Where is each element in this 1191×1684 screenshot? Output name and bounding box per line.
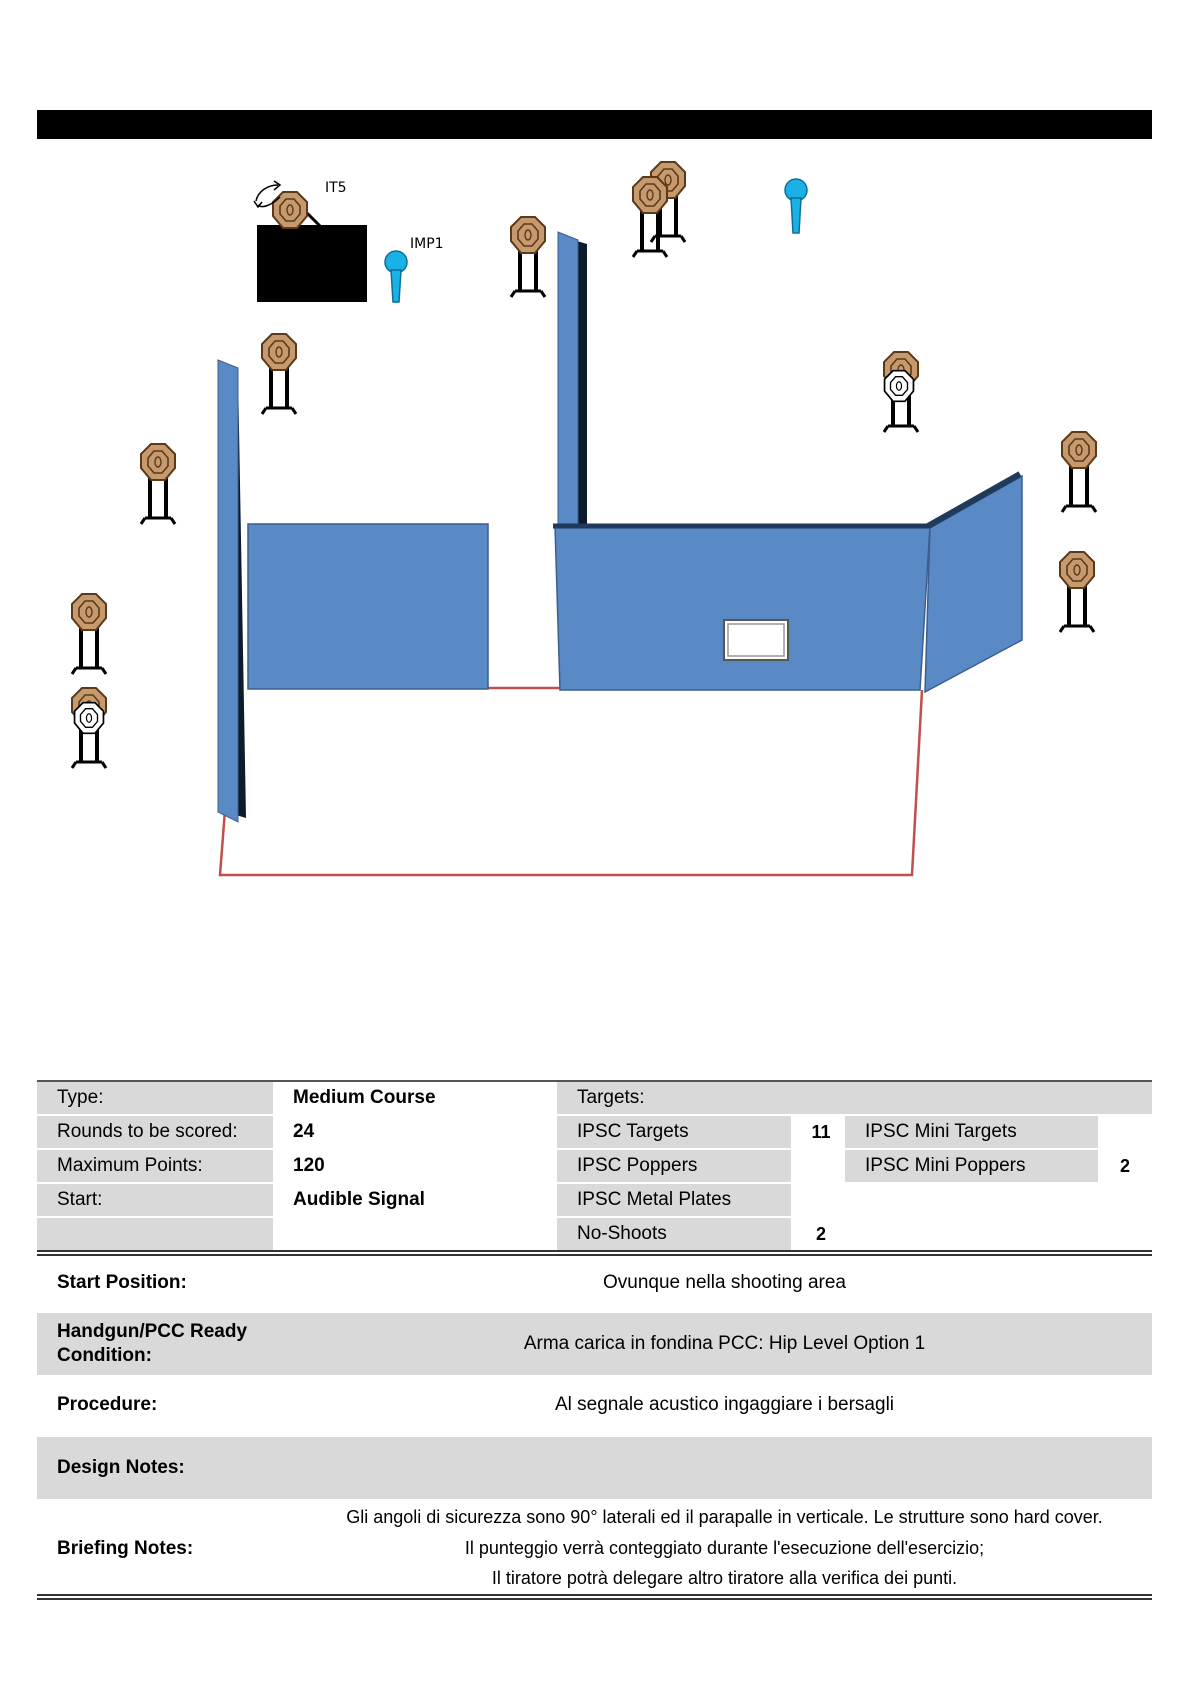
mini-popper-2 xyxy=(784,178,808,234)
procedure-value: Al segnale acustico ingaggiare i bersagl… xyxy=(554,1394,895,1415)
max-points-value: 120 xyxy=(293,1155,325,1176)
targets-label: Targets: xyxy=(557,1082,1152,1114)
ipsc-metal-plates-label: IPSC Metal Plates xyxy=(557,1184,791,1216)
rounds-label: Rounds to be scored: xyxy=(37,1116,273,1148)
ipsc-targets-value: 11 xyxy=(811,1122,831,1142)
briefing-line-1: Gli angoli di sicurezza sono 90° lateral… xyxy=(346,1507,1103,1527)
shooting-area-fault-line xyxy=(218,686,924,877)
mini-poppers-label: IPSC Mini Poppers xyxy=(845,1150,1098,1182)
wall-left-vertical xyxy=(217,359,246,823)
briefing-line-3: Il tiratore potrà delegare altro tirator… xyxy=(491,1568,958,1588)
max-points-label: Maximum Points: xyxy=(37,1150,273,1182)
table-divider xyxy=(37,1250,1152,1256)
no-shoot-1 xyxy=(883,369,915,403)
mini-poppers-value: 2 xyxy=(1119,1156,1130,1176)
wall-panel-right xyxy=(553,523,932,691)
ipsc-poppers-label: IPSC Poppers xyxy=(557,1150,791,1182)
ready-condition-label-2: Condition: xyxy=(57,1345,152,1366)
wall-center-vertical xyxy=(557,231,587,529)
bottom-divider xyxy=(37,1594,1152,1600)
start-value: Audible Signal xyxy=(293,1189,425,1210)
start-position-row: Start Position: Ovunque nella shooting a… xyxy=(37,1258,1152,1310)
ipsc-target-9 xyxy=(1058,551,1096,634)
procedure-row: Procedure: Al segnale acustico ingaggiar… xyxy=(37,1378,1152,1434)
label-imp1: IMP1 xyxy=(410,236,444,252)
ready-condition-value: Arma carica in fondina PCC: Hip Level Op… xyxy=(523,1333,926,1354)
type-value: Medium Course xyxy=(293,1087,436,1108)
wall-angled-right xyxy=(924,471,1023,694)
start-label: Start: xyxy=(37,1184,273,1216)
ready-condition-row: Handgun/PCC Ready Condition: Arma carica… xyxy=(37,1313,1152,1375)
briefing-line-2: Il punteggio verrà conteggiato durante l… xyxy=(464,1538,985,1558)
wall-panel-left xyxy=(247,523,489,690)
briefing-notes-row: Briefing Notes: Gli angoli di sicurezza … xyxy=(37,1500,1152,1592)
ready-condition-label-1: Handgun/PCC Ready xyxy=(57,1321,248,1342)
ipsc-target-6 xyxy=(70,593,108,676)
procedure-label: Procedure: xyxy=(57,1394,158,1415)
empty-label-cell xyxy=(37,1218,273,1250)
design-notes-row: Design Notes: xyxy=(37,1437,1152,1499)
ipsc-target-8 xyxy=(1060,431,1098,514)
ipsc-target-5 xyxy=(139,443,177,526)
target-it5 xyxy=(272,191,328,234)
no-shoot-2 xyxy=(73,701,105,735)
title-bar xyxy=(37,110,1152,139)
mini-popper-imp1 xyxy=(384,250,408,303)
no-shoots-label: No-Shoots xyxy=(557,1218,791,1250)
cover-box xyxy=(257,225,367,302)
ipsc-target-1 xyxy=(509,216,547,299)
swing-arrow-icon xyxy=(253,180,282,209)
type-label: Type: xyxy=(37,1082,273,1114)
mini-targets-label: IPSC Mini Targets xyxy=(845,1116,1098,1148)
ipsc-targets-label: IPSC Targets xyxy=(557,1116,791,1148)
wall-port xyxy=(723,619,789,661)
stage-diagram: IT5 IMP1 xyxy=(70,161,1098,877)
no-shoots-value: 2 xyxy=(815,1224,826,1244)
rounds-value: 24 xyxy=(293,1121,315,1142)
label-it5: IT5 xyxy=(325,180,347,196)
stage-info-table: Type: Medium Course Targets: Rounds to b… xyxy=(37,1080,1152,1256)
briefing-notes-label: Briefing Notes: xyxy=(57,1538,194,1559)
design-notes-label: Design Notes: xyxy=(57,1457,185,1478)
ipsc-target-4 xyxy=(260,333,298,416)
start-position-value: Ovunque nella shooting area xyxy=(603,1272,846,1293)
start-position-label: Start Position: xyxy=(57,1272,187,1293)
